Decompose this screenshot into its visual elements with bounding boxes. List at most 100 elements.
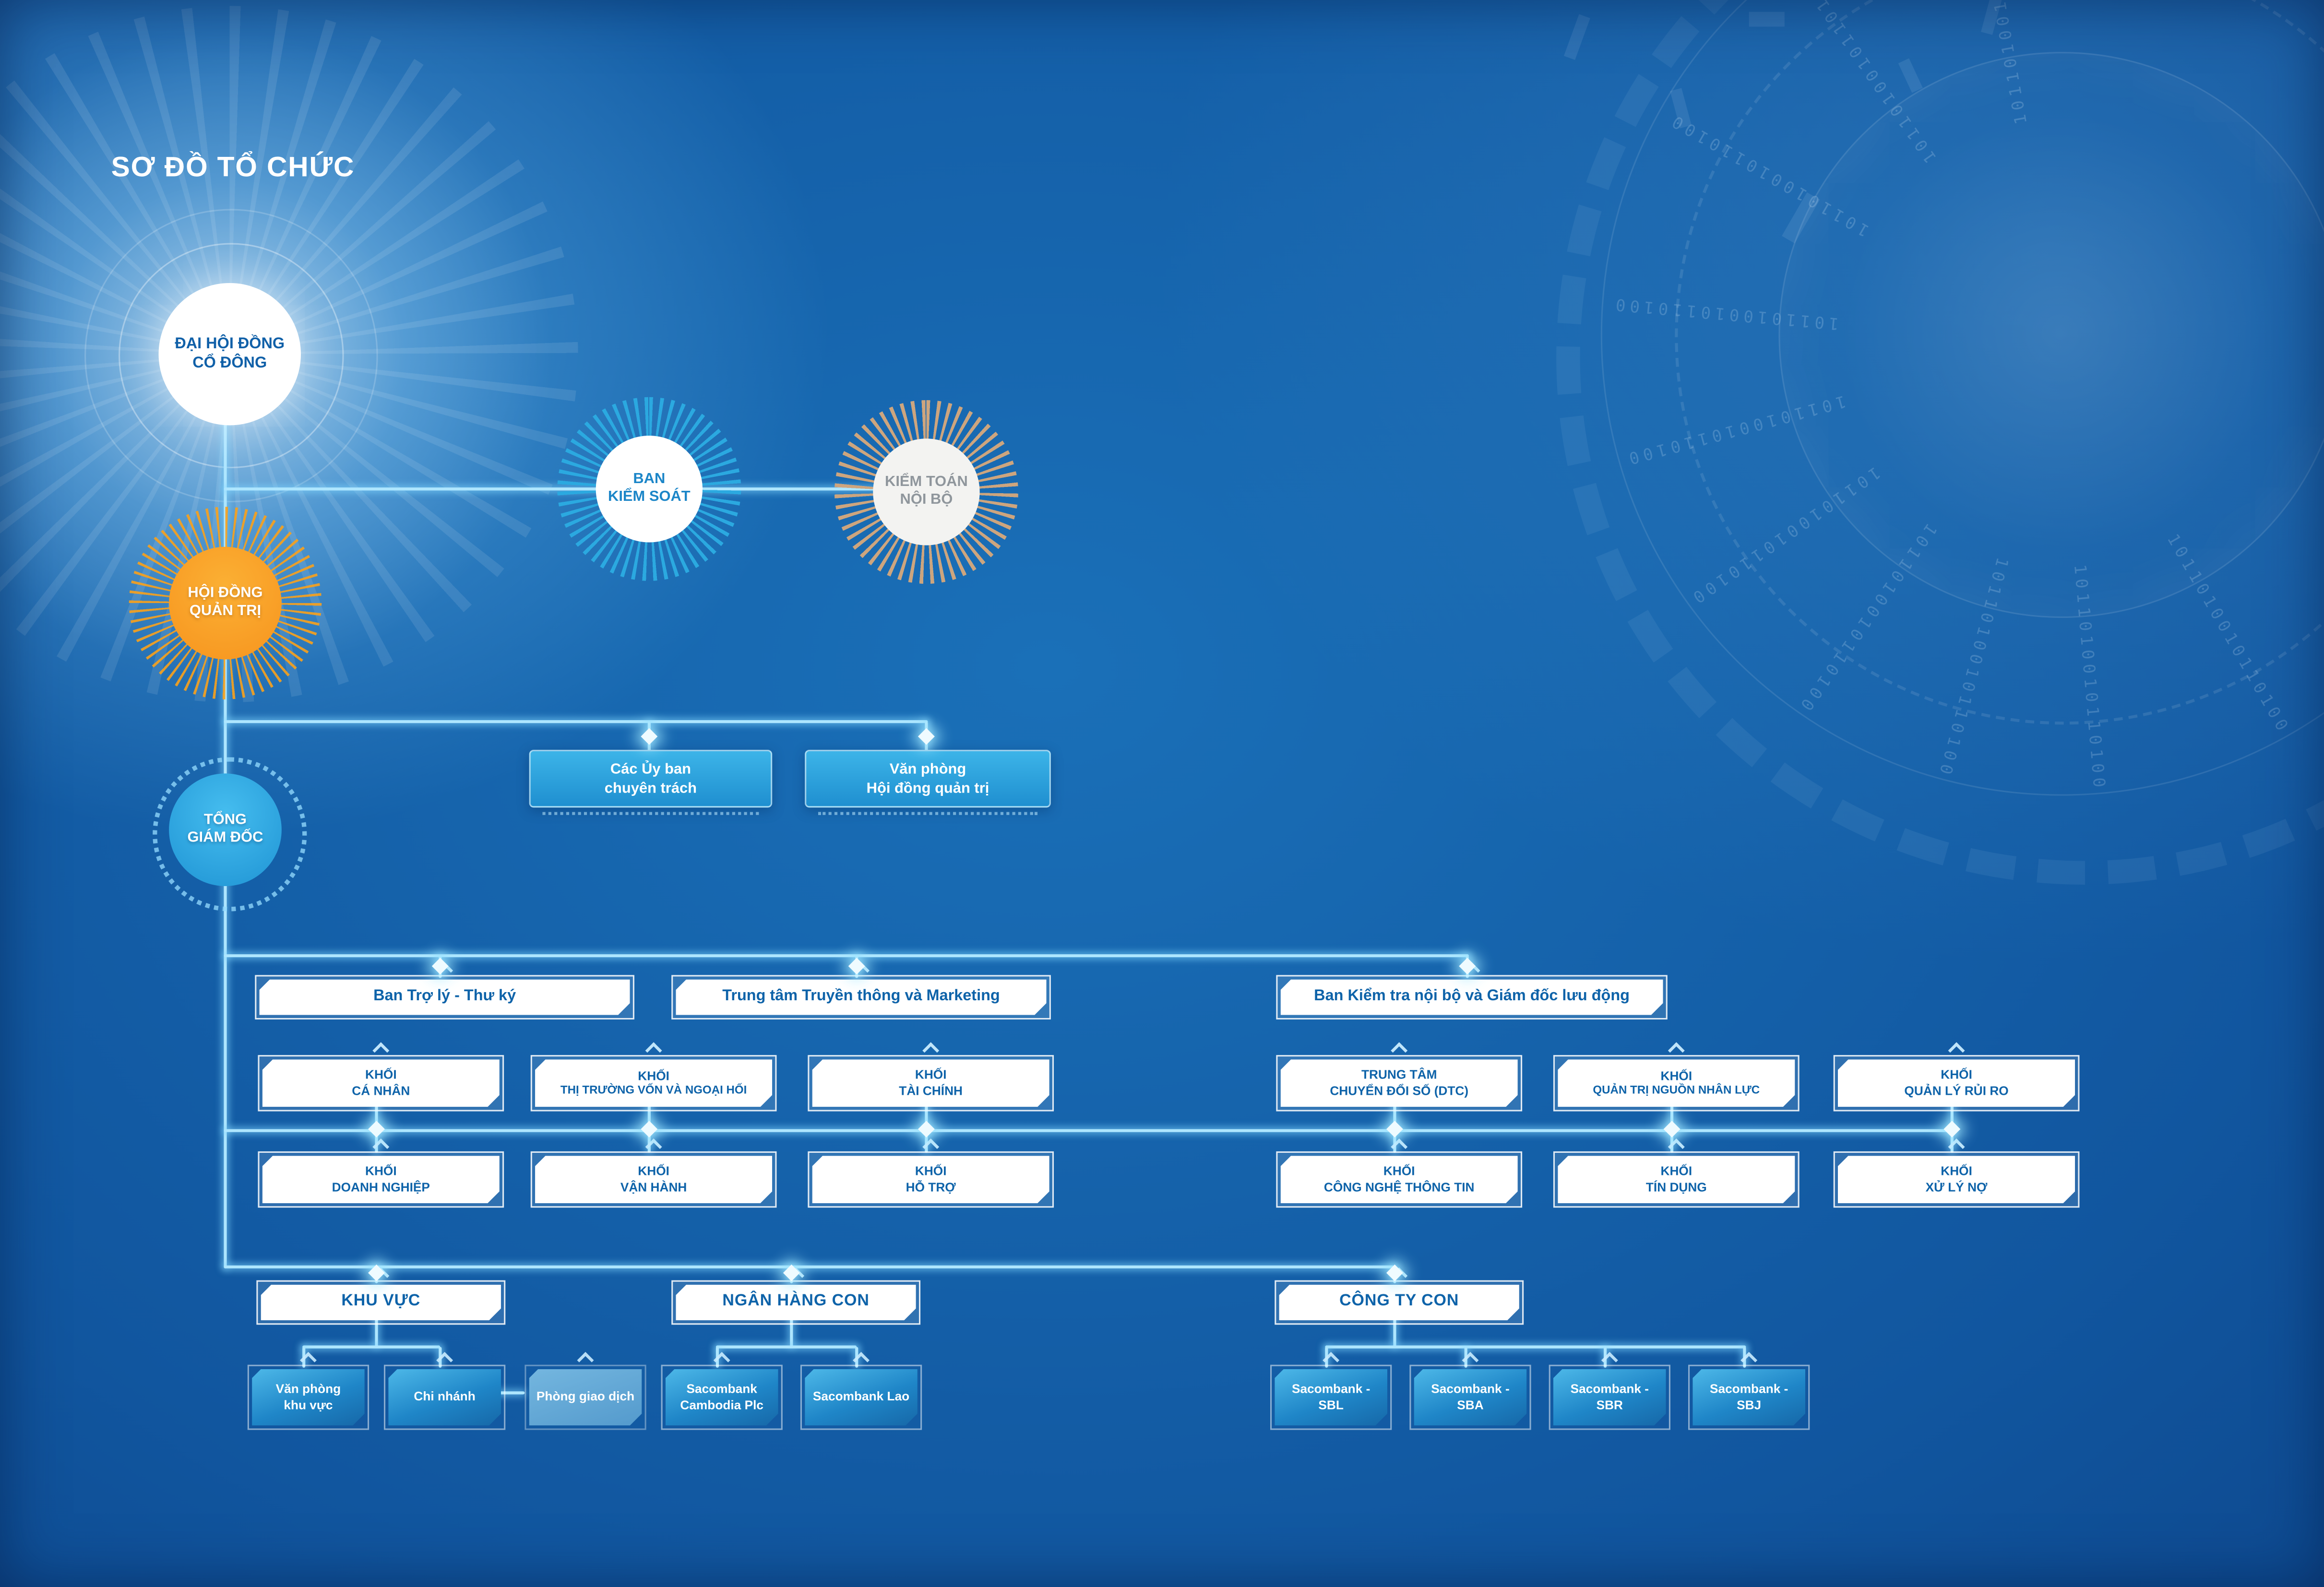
node-label: KIỂM TOÁN bbox=[885, 473, 968, 490]
box-regional-office: Văn phòng khu vực bbox=[247, 1364, 369, 1430]
node-label: KHỐI bbox=[1383, 1163, 1415, 1179]
node-label: BAN bbox=[633, 470, 666, 487]
node-label: HỖ TRỢ bbox=[906, 1179, 956, 1195]
node-label: SBR bbox=[1596, 1397, 1623, 1412]
group-header-label: CÔNG TY CON bbox=[1339, 1292, 1459, 1310]
node-label: CHUYỂN ĐỔI SỐ (DTC) bbox=[1330, 1083, 1469, 1098]
header-subsidiaries: CÔNG TY CON bbox=[1275, 1280, 1524, 1325]
group-header-label: NGÂN HÀNG CON bbox=[722, 1292, 870, 1310]
node-label: CÔNG NGHỆ THÔNG TIN bbox=[1323, 1179, 1475, 1195]
node-label: QUẢN LÝ RỦI RO bbox=[1904, 1083, 2009, 1098]
node-label: KHỐI bbox=[1660, 1163, 1692, 1179]
node-label: Sacombank Lao bbox=[812, 1389, 910, 1404]
connector-line bbox=[224, 1129, 1954, 1132]
node-label: Văn phòng bbox=[889, 761, 966, 778]
connector-line bbox=[715, 1345, 857, 1349]
junction-spark bbox=[641, 1121, 658, 1138]
node-division-risk: KHỐI QUẢN LÝ RỦI RO bbox=[1833, 1055, 2080, 1112]
node-label: KHỐI bbox=[1660, 1068, 1692, 1083]
connector-line bbox=[790, 1315, 793, 1347]
node-label: XỬ LÝ NỢ bbox=[1925, 1179, 1988, 1195]
header-regions: KHU VỰC bbox=[256, 1280, 506, 1325]
node-label: KHỐI bbox=[1941, 1067, 1972, 1082]
node-label: KHỐI bbox=[915, 1163, 947, 1179]
box-branch: Chi nhánh bbox=[383, 1364, 506, 1430]
node-division-corporate: KHỐI DOANH NGHIỆP bbox=[258, 1151, 504, 1208]
node-label: ĐẠI HỘI ĐỒNG bbox=[175, 334, 285, 353]
node-shareholders-meeting: ĐẠI HỘI ĐỒNG CỔ ĐÔNG bbox=[158, 283, 301, 426]
box-sacombank-sbl: Sacombank - SBL bbox=[1270, 1364, 1392, 1430]
node-label: Phòng giao dịch bbox=[536, 1389, 635, 1404]
node-label: QUẢN TRỊ NGUỒN NHÂN LỰC bbox=[1593, 1084, 1760, 1097]
digital-ring bbox=[1778, 52, 2324, 618]
box-sacombank-sbj: Sacombank - SBJ bbox=[1688, 1364, 1810, 1430]
junction-spark bbox=[1386, 1121, 1403, 1138]
node-label: KHỐI bbox=[365, 1067, 397, 1082]
node-label: VẬN HÀNH bbox=[620, 1179, 687, 1195]
junction-spark bbox=[1663, 1121, 1680, 1138]
node-label: Sacombank - bbox=[1291, 1381, 1371, 1396]
node-assistant-secretary-board: Ban Trợ lý - Thư ký bbox=[255, 975, 634, 1020]
node-label: TÀI CHÍNH bbox=[899, 1083, 963, 1098]
connector-line bbox=[224, 720, 928, 723]
node-label: Trung tâm Truyền thông và Marketing bbox=[722, 987, 1000, 1006]
node-label: Các Ủy ban bbox=[610, 761, 691, 778]
node-label: Ban Trợ lý - Thư ký bbox=[373, 987, 516, 1006]
node-division-support: KHỐI HỖ TRỢ bbox=[808, 1151, 1054, 1208]
node-division-it: KHỐI CÔNG NGHỆ THÔNG TIN bbox=[1276, 1151, 1523, 1208]
junction-spark bbox=[1943, 1121, 1961, 1138]
junction-spark bbox=[368, 1121, 385, 1138]
node-label: THỊ TRƯỜNG VỐN VÀ NGOẠI HỐI bbox=[560, 1084, 747, 1097]
node-label: GIÁM ĐỐC bbox=[187, 829, 263, 846]
connector-line bbox=[224, 954, 1469, 958]
node-label: Sacombank - bbox=[1431, 1381, 1510, 1396]
node-label: Văn phòng bbox=[275, 1381, 341, 1396]
node-label: NỘI BỘ bbox=[900, 492, 953, 509]
node-division-capital-fx: KHỐI THỊ TRƯỜNG VỐN VÀ NGOẠI HỐI bbox=[530, 1055, 777, 1112]
node-label: SBL bbox=[1318, 1397, 1344, 1412]
node-label: KHỐI bbox=[915, 1067, 947, 1082]
node-label: Ban Kiểm tra nội bộ và Giám đốc lưu động bbox=[1314, 987, 1630, 1006]
node-label: HỘI ĐỒNG bbox=[188, 584, 263, 601]
box-sacombank-cambodia: Sacombank Cambodia Plc bbox=[661, 1364, 783, 1430]
node-label: chuyên trách bbox=[604, 780, 697, 797]
connector-line bbox=[375, 1315, 378, 1347]
node-label: Sacombank bbox=[686, 1381, 757, 1396]
ceo-dotted-ring bbox=[153, 757, 307, 912]
decor-block bbox=[1563, 14, 1590, 60]
node-division-operations: KHỐI VẬN HÀNH bbox=[530, 1151, 777, 1208]
node-board-office: Văn phòng Hội đồng quản trị bbox=[805, 749, 1051, 815]
connector-line bbox=[302, 1345, 441, 1349]
node-label: Hội đồng quản trị bbox=[866, 780, 989, 797]
node-label: KIỂM SOÁT bbox=[608, 489, 691, 506]
node-division-hr: KHỐI QUẢN TRỊ NGUỒN NHÂN LỰC bbox=[1553, 1055, 1800, 1112]
node-division-credit: KHỐI TÍN DỤNG bbox=[1553, 1151, 1800, 1208]
box-sacombank-sbr: Sacombank - SBR bbox=[1549, 1364, 1670, 1430]
connector-line bbox=[1325, 1345, 1746, 1349]
node-label: QUẢN TRỊ bbox=[189, 603, 262, 620]
node-supervisory-board: BAN KIỂM SOÁT bbox=[596, 436, 703, 543]
node-internal-audit: KIỂM TOÁN NỘI BỘ bbox=[873, 438, 980, 545]
node-internal-inspection-board: Ban Kiểm tra nội bộ và Giám đốc lưu động bbox=[1276, 975, 1668, 1020]
node-board-of-directors: HỘI ĐỒNG QUẢN TRỊ bbox=[169, 546, 282, 660]
group-header-label: KHU VỰC bbox=[341, 1292, 421, 1310]
page-title: SƠ ĐỒ TỔ CHỨC bbox=[111, 153, 355, 184]
node-division-debt: KHỐI XỬ LÝ NỢ bbox=[1833, 1151, 2080, 1208]
node-label: KHỐI bbox=[365, 1163, 397, 1179]
decor-block bbox=[1749, 12, 1785, 27]
node-label: KHỐI bbox=[1941, 1163, 1972, 1179]
node-label: CỔ ĐÔNG bbox=[192, 354, 267, 372]
node-label: Chi nhánh bbox=[414, 1389, 476, 1404]
node-label: khu vực bbox=[284, 1397, 333, 1412]
node-label: Sacombank - bbox=[1709, 1381, 1788, 1396]
node-label: KHỐI bbox=[638, 1163, 669, 1179]
junction-spark bbox=[641, 728, 658, 745]
connector-line bbox=[493, 1391, 525, 1395]
box-sacombank-sba: Sacombank - SBA bbox=[1409, 1364, 1531, 1430]
node-label: TRUNG TÂM bbox=[1361, 1067, 1437, 1082]
connector-line bbox=[224, 1265, 1396, 1268]
digital-ring-disc bbox=[1837, 111, 2283, 556]
node-label: TÍN DỤNG bbox=[1645, 1179, 1707, 1195]
box-sacombank-lao: Sacombank Lao bbox=[800, 1364, 922, 1430]
node-label: DOANH NGHIỆP bbox=[332, 1179, 430, 1195]
